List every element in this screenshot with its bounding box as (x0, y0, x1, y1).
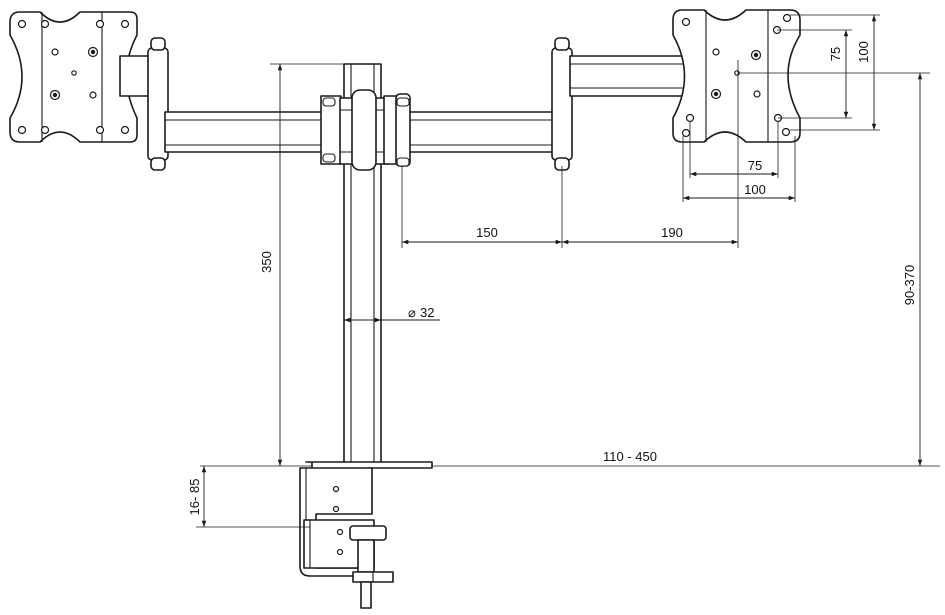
right-arm (401, 111, 565, 153)
diameter-symbol: ⌀ (408, 305, 416, 320)
dimension-lines (196, 14, 930, 528)
central-hub (320, 89, 411, 171)
clamp-thickness-label: 16- 85 (187, 479, 202, 516)
right-elbow-joint (551, 37, 573, 171)
right-vesa-plate (672, 9, 801, 143)
vesa-large-horizontal-label: 100 (744, 182, 766, 197)
arm-reach-label: 150 (476, 225, 498, 240)
desk-span-label: 110 - 450 (603, 449, 657, 464)
vesa-large-vertical-label: 100 (856, 41, 871, 63)
left-swivel-joint (119, 37, 169, 171)
pole-height-label: 350 (259, 251, 274, 273)
vesa-small-vertical-label: 75 (828, 47, 843, 61)
desk-clamp (299, 461, 433, 609)
right-upper-arm (569, 55, 689, 97)
left-vesa-plate (9, 11, 138, 143)
pole-diameter-label: 32 (420, 305, 434, 320)
height-range-label: 90-370 (902, 265, 917, 305)
plate-offset-label: 190 (661, 225, 683, 240)
vesa-small-horizontal-label: 75 (748, 158, 762, 173)
